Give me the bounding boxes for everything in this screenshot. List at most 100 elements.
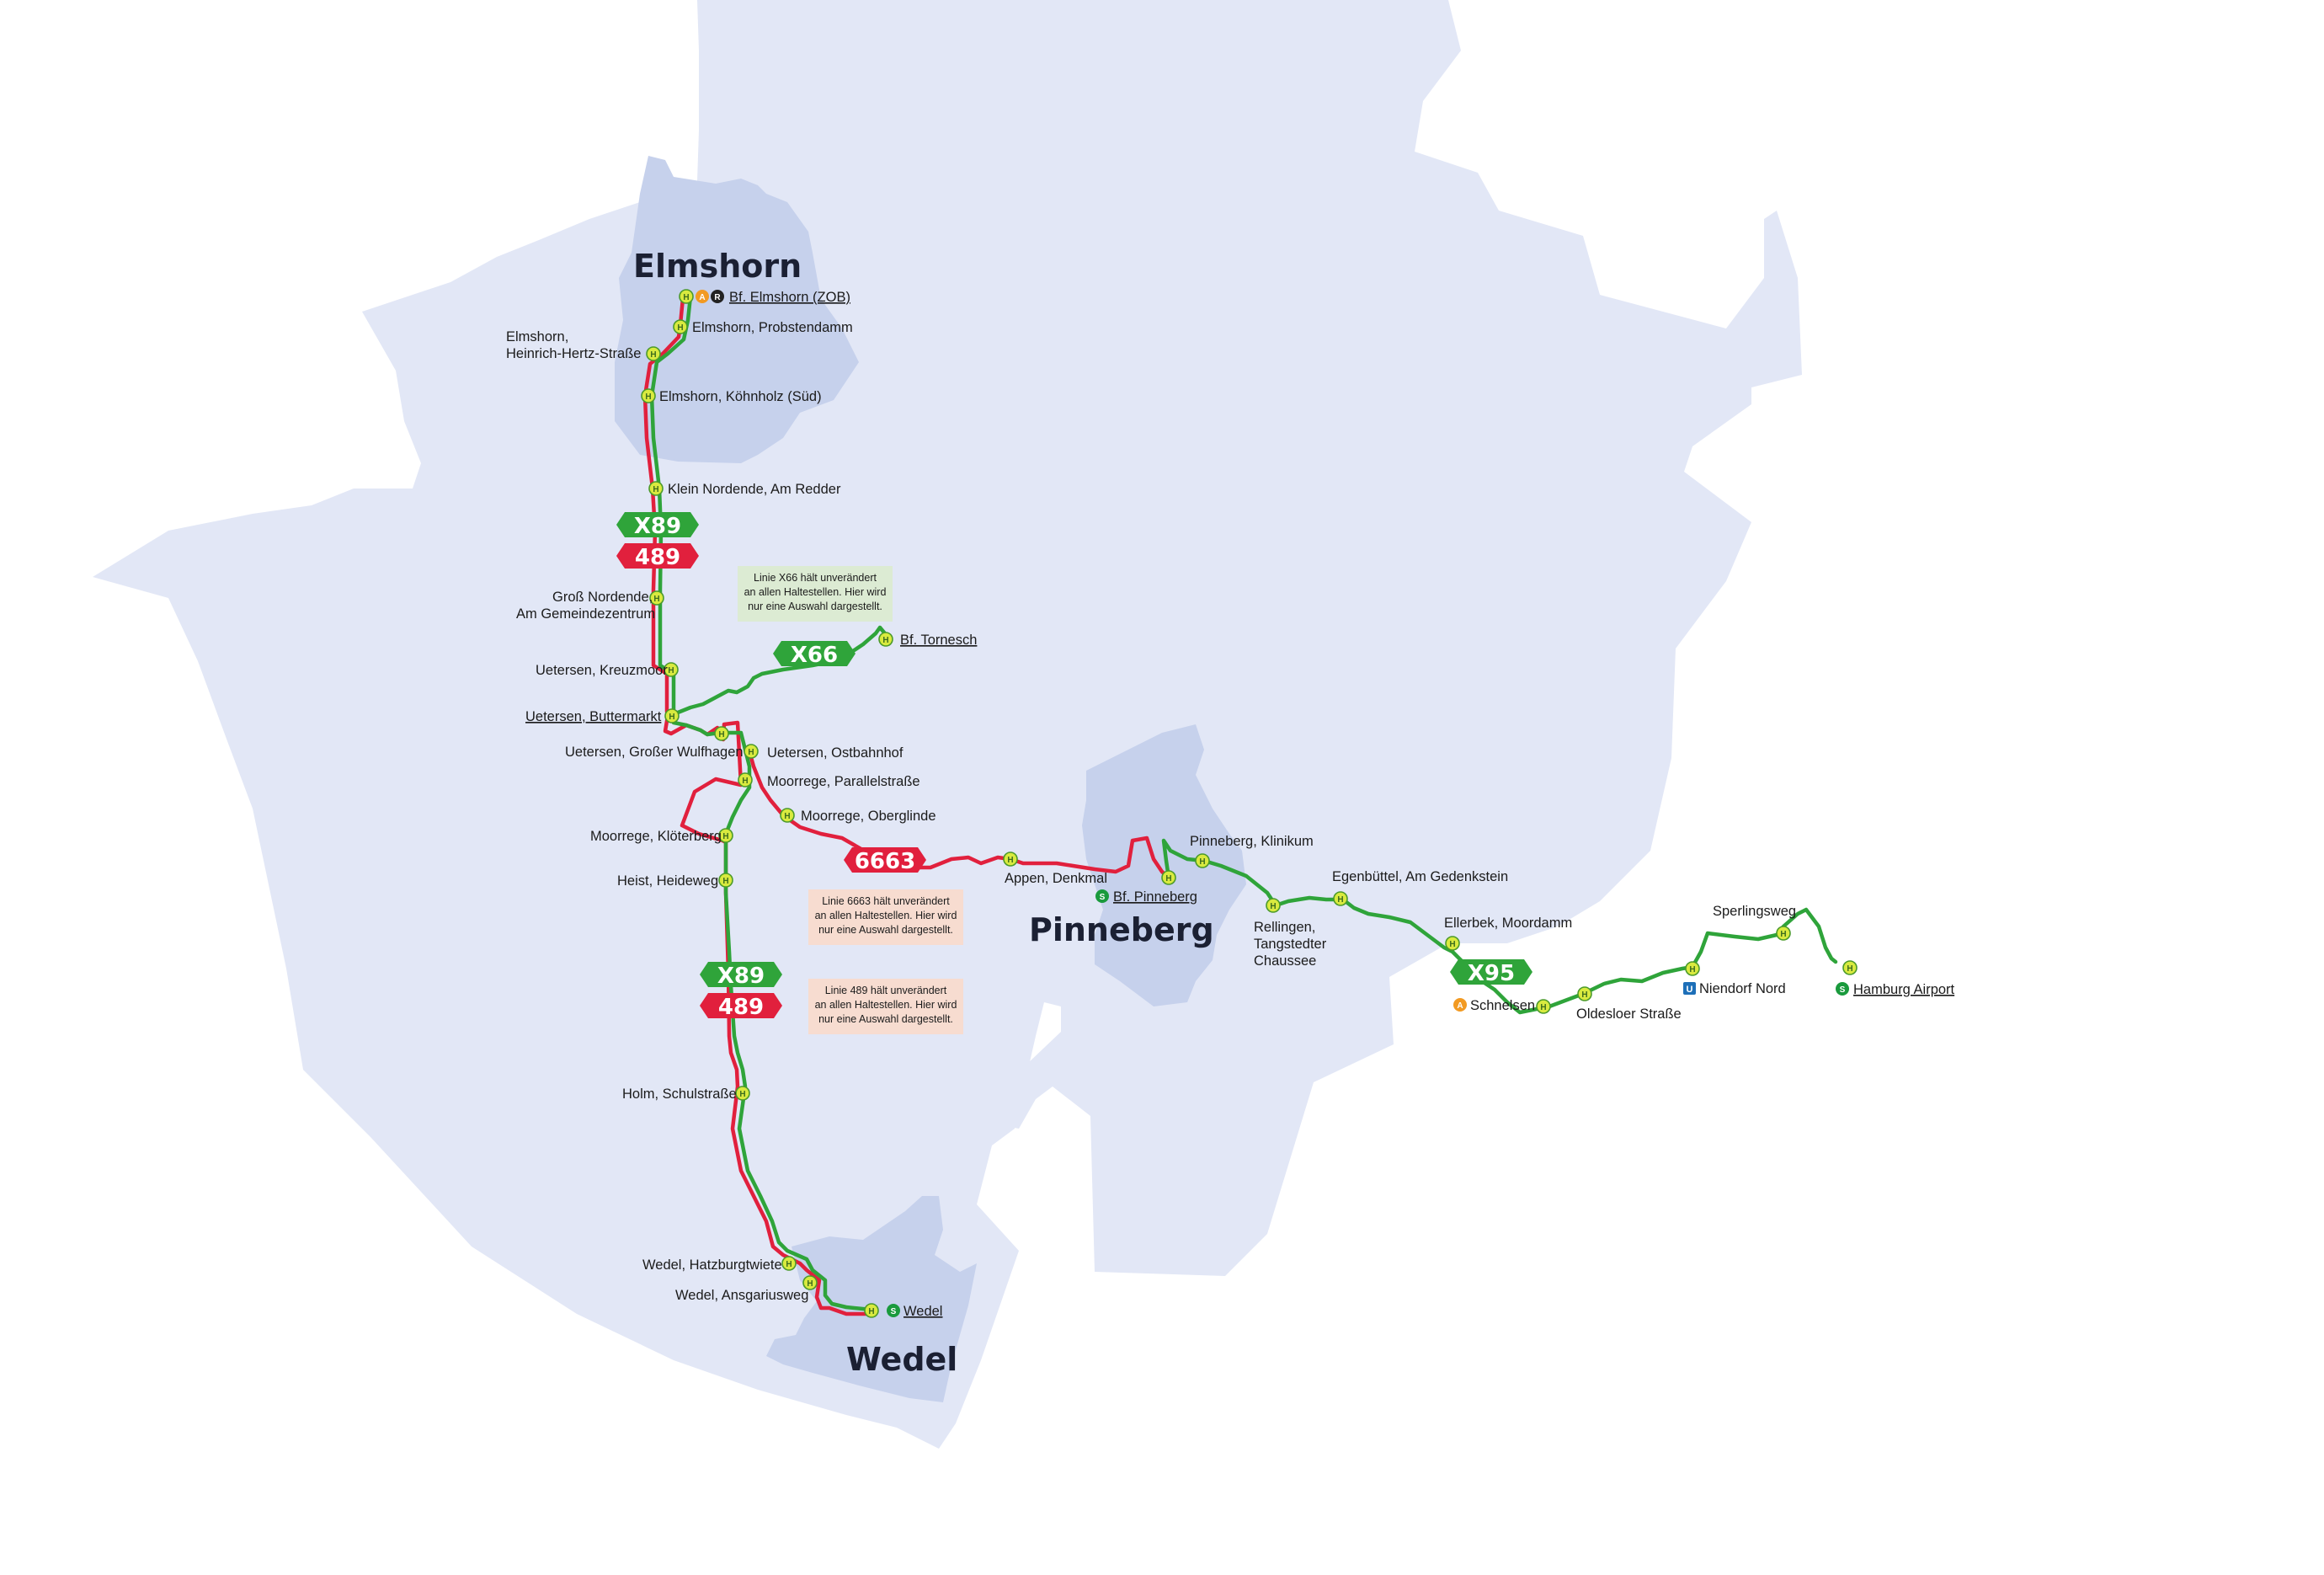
badge-x89-north: X89 [616,512,699,539]
stop-label-oberglinde: Moorrege, Oberglinde [801,809,936,824]
stop-markers: H H H H H H H H H H H H H H H H H H H H … [641,289,1858,1318]
stop-icon: H [864,1303,879,1318]
stop-icon: H [1003,852,1018,867]
svg-text:H: H [1337,895,1343,905]
stop-icon: H [648,481,664,496]
svg-text:H: H [722,832,728,841]
s-bahn-icon: S [1836,982,1849,996]
svg-text:H: H [1540,1003,1546,1012]
stop-label-hertz-2: Heinrich-Hertz-Straße [506,346,641,361]
svg-text:an allen Haltestellen. Hier wi: an allen Haltestellen. Hier wird [815,999,957,1011]
stop-label-kloeterberg: Moorrege, Klöterberg [590,829,722,844]
svg-text:U: U [1687,985,1693,995]
svg-text:A: A [699,293,705,302]
svg-text:489: 489 [718,995,764,1020]
stop-icon: H [646,346,661,361]
stop-icon: H [781,1256,797,1271]
stop-label-oldesloer: Oldesloer Straße [1576,1006,1682,1022]
svg-text:R: R [714,293,721,302]
stop-icon: H [718,873,733,888]
stop-label-tornesch: Bf. Tornesch [900,633,977,648]
stop-icon: H [1685,961,1700,976]
svg-text:H: H [718,730,724,739]
stop-label-egenbuettel: Egenbüttel, Am Gedenkstein [1332,869,1508,884]
svg-text:S: S [1840,985,1846,995]
svg-text:H: H [1270,902,1276,911]
svg-text:nur eine Auswahl dargestellt.: nur eine Auswahl dargestellt. [818,1013,953,1025]
stop-icon: H [744,744,759,759]
stop-icon: H [1536,999,1551,1014]
svg-text:H: H [784,812,790,821]
svg-text:H: H [650,350,656,360]
stop-label-klinikum: Pinneberg, Klinikum [1190,834,1314,849]
svg-text:Linie 489 hält unverändert: Linie 489 hält unverändert [825,985,947,996]
svg-text:an allen Haltestellen. Hier wi: an allen Haltestellen. Hier wird [744,586,887,598]
stop-label-pinneberg-bf: Bf. Pinneberg [1113,889,1197,905]
stop-icon: H [718,828,733,843]
district-area [93,0,1802,1449]
svg-text:H: H [1581,990,1587,1000]
svg-text:H: H [786,1260,792,1269]
svg-text:H: H [722,877,728,886]
svg-text:Linie 6663 hält unverändert: Linie 6663 hält unverändert [822,895,950,907]
stop-icon: H [1842,960,1858,975]
svg-text:X89: X89 [717,964,765,989]
svg-text:H: H [1165,874,1171,884]
svg-text:X66: X66 [791,643,838,668]
svg-text:H: H [677,323,683,333]
stop-label-wedel: Wedel [903,1304,942,1319]
route-line-489 [642,296,874,1316]
svg-text:S: S [891,1307,897,1316]
svg-text:H: H [669,713,674,722]
town-area-wedel [766,1196,977,1402]
svg-text:H: H [739,1090,745,1099]
stop-label-wulfhagen: Uetersen, Großer Wulfhagen [565,745,744,760]
stop-label-gross-nordende-2: Am Gemeindezentrum [516,606,655,622]
svg-text:H: H [645,392,651,402]
stop-label-ostbahnhof: Uetersen, Ostbahnhof [767,745,903,761]
stop-label-heideweg: Heist, Heideweg [617,873,718,889]
stop-label-appen: Appen, Denkmal [1005,871,1107,886]
stop-label-kreuzmoor: Uetersen, Kreuzmoor [536,663,668,678]
stop-label-rellingen-2: Tangstedter [1254,937,1327,952]
stop-icon: H [679,289,694,304]
regional-train-icon: R [711,290,724,303]
akn-icon: A [1453,998,1467,1012]
svg-text:A: A [1457,1001,1463,1011]
u-bahn-icon: U [1683,982,1696,995]
svg-text:X95: X95 [1468,961,1515,986]
svg-text:H: H [653,485,658,494]
stop-label-rellingen: Rellingen, [1254,920,1315,935]
stop-label-koehnholz: Elmshorn, Köhnholz (Süd) [659,389,822,404]
svg-text:H: H [882,636,888,645]
svg-text:H: H [1449,940,1455,949]
stop-icon: H [664,662,679,677]
route-line-x66 [671,625,891,717]
stop-icon: H [1161,870,1176,885]
stop-icon: H [735,1086,750,1101]
stop-label-buttermarkt: Uetersen, Buttermarkt [525,709,662,724]
svg-text:H: H [668,666,674,675]
svg-text:X89: X89 [634,514,681,539]
svg-text:H: H [653,595,659,604]
s-bahn-icon: S [887,1304,900,1317]
svg-text:H: H [1199,857,1205,867]
town-area-elmshorn [615,156,859,463]
stop-icon: H [1333,891,1348,906]
stop-label-rellingen-3: Chaussee [1254,953,1316,969]
stop-icon: H [1577,986,1592,1001]
svg-text:Linie X66 hält unverändert: Linie X66 hält unverändert [754,572,877,584]
stop-icon: H [1195,853,1210,868]
s-bahn-icon: S [1095,889,1109,903]
svg-text:H: H [1847,964,1852,974]
svg-text:nur eine Auswahl dargestellt.: nur eine Auswahl dargestellt. [748,601,882,612]
svg-text:6663: 6663 [855,849,915,874]
note-489: Linie 489 hält unverändert an allen Halt… [808,979,963,1034]
note-6663: Linie 6663 hält unverändert an allen Hal… [808,889,963,945]
stop-label-klein-nordende: Klein Nordende, Am Redder [668,482,841,497]
city-label-elmshorn: Elmshorn [633,248,802,285]
svg-text:nur eine Auswahl dargestellt.: nur eine Auswahl dargestellt. [818,924,953,936]
town-area-pinneberg [1082,724,1246,1006]
badge-6663: 6663 [844,847,926,874]
